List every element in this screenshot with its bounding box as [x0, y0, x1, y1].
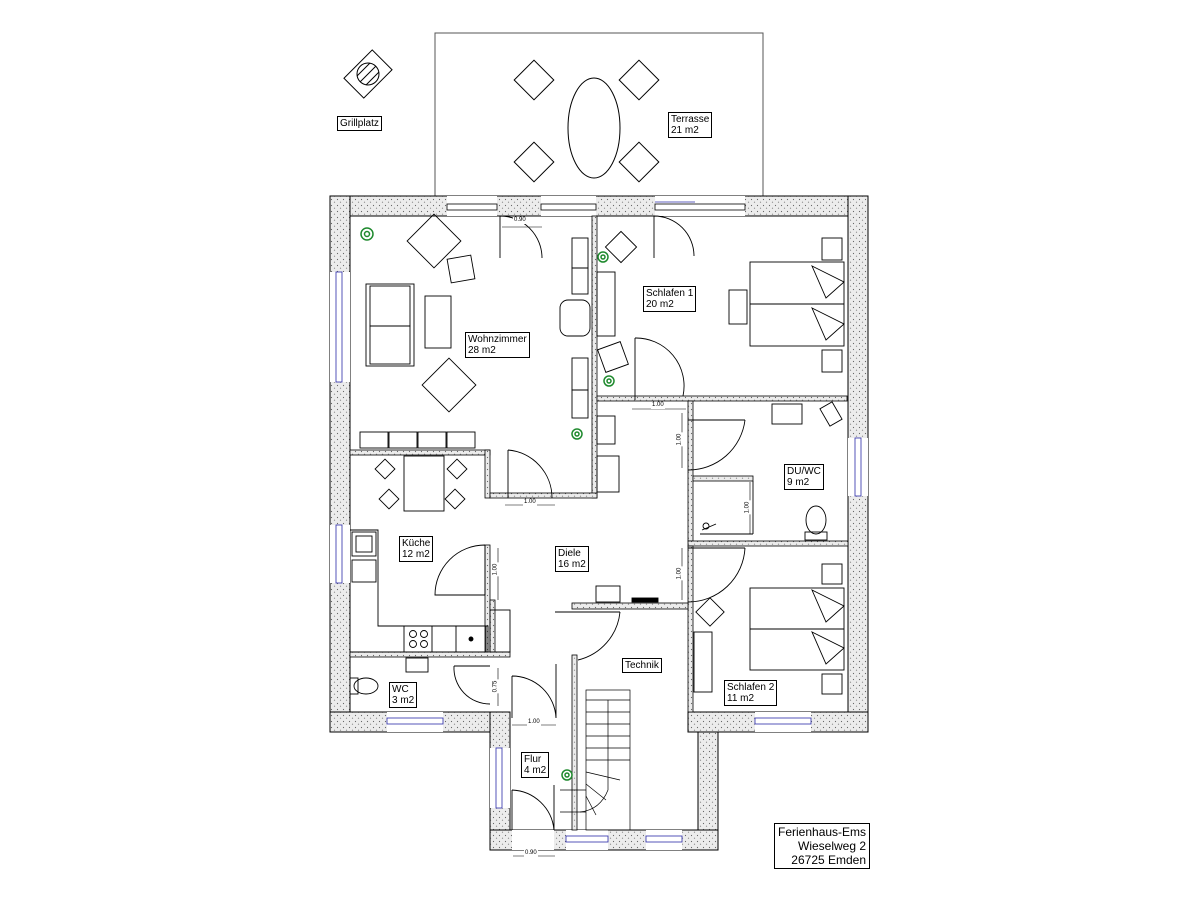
address-block: Ferienhaus-Ems Wieselweg 2 26725 Emden — [774, 823, 871, 869]
kitchen-furniture — [350, 455, 511, 653]
grillplatz-label: Grillplatz — [337, 116, 382, 131]
room-label-technik: Technik — [622, 658, 662, 673]
dimension-label: 1.00 — [744, 500, 752, 515]
doors — [434, 215, 754, 831]
dimension-label: 0.90 — [524, 850, 538, 857]
bedroom2-furniture — [693, 563, 845, 695]
dimension-label: 1.00 — [676, 432, 684, 447]
interior-walls — [349, 215, 849, 831]
bathroom-fixtures — [701, 401, 843, 541]
dimension-label: 1.00 — [527, 719, 541, 726]
terrace — [434, 32, 764, 197]
dimension-label: 0.90 — [513, 217, 527, 224]
address-line2: Wieselweg 2 — [798, 839, 867, 853]
windows — [335, 201, 862, 843]
living-room-furniture — [359, 213, 591, 449]
plant-icons — [360, 227, 615, 781]
terrace-chairs — [513, 59, 660, 183]
grill-icon — [343, 49, 393, 99]
dimension-label: 1.00 — [651, 402, 665, 409]
exterior-walls — [329, 195, 869, 851]
address-line1: Ferienhaus-Ems — [778, 825, 867, 839]
dimension-label: 1.00 — [492, 562, 500, 577]
dimension-label: 1.00 — [523, 499, 537, 506]
dimension-label: 0.75 — [492, 679, 500, 694]
address-line3: 26725 Emden — [791, 853, 867, 867]
wc-fixtures — [349, 657, 429, 695]
staircase — [560, 689, 631, 831]
dimension-label: 1.00 — [676, 566, 684, 581]
hall-furniture — [595, 585, 659, 603]
bedroom1-furniture — [596, 230, 845, 493]
